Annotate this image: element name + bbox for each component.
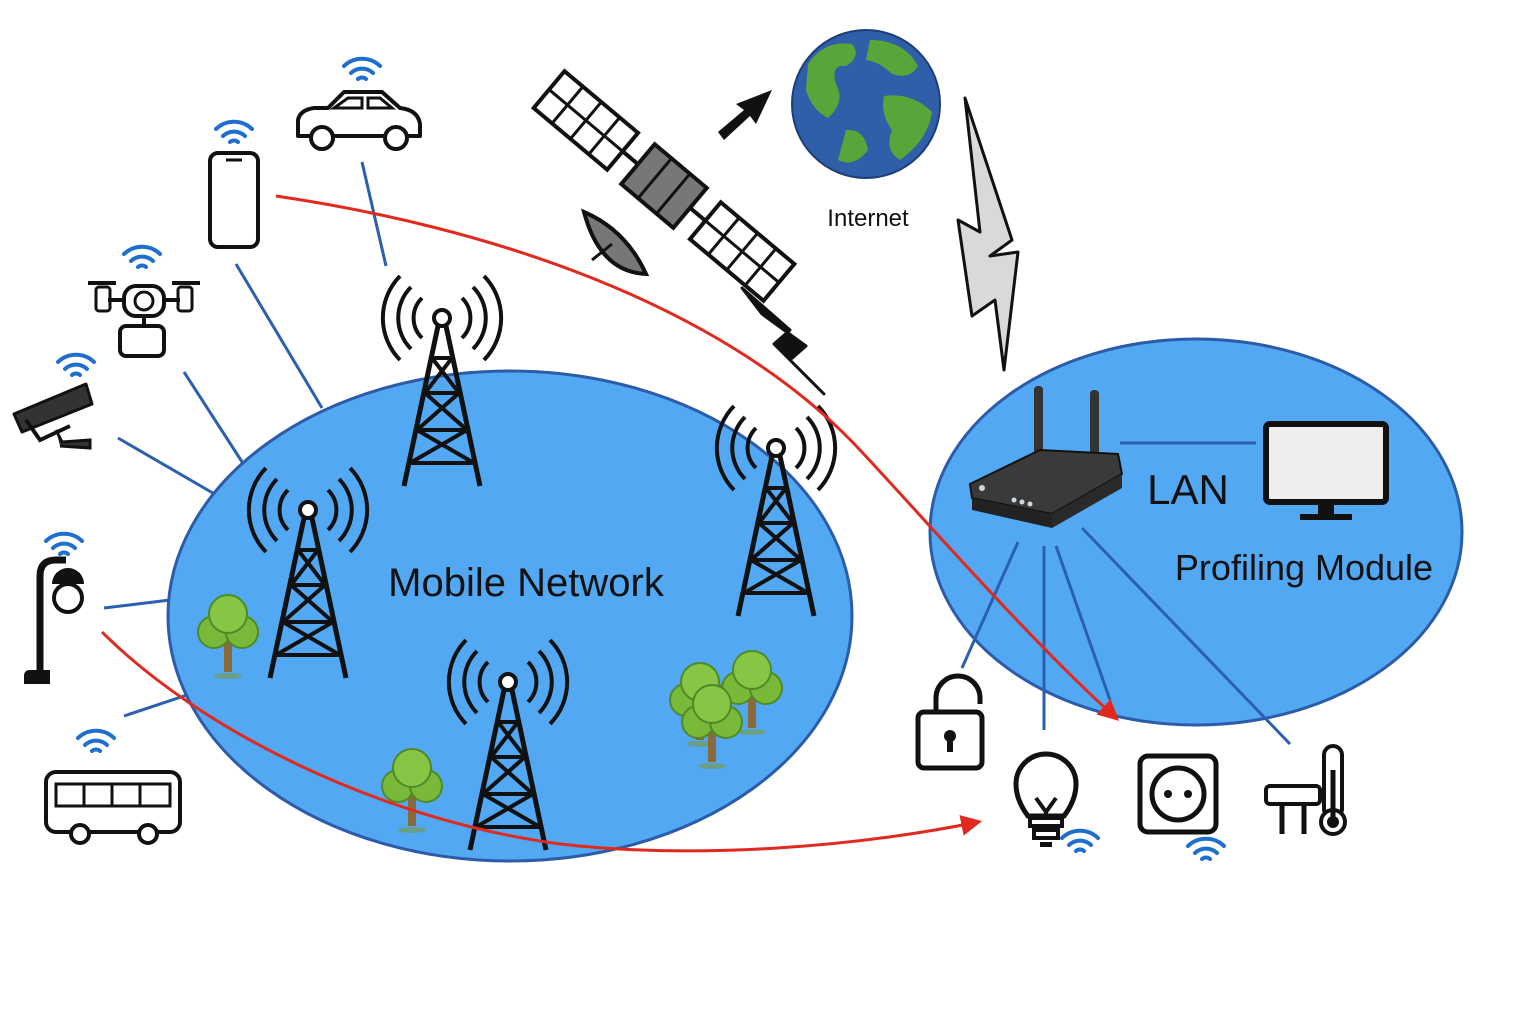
wifi-icon [122, 244, 162, 269]
power-socket-icon [1137, 753, 1219, 835]
car-icon [296, 90, 422, 151]
monitor-icon [1263, 421, 1389, 520]
internet-label: Internet [827, 205, 909, 232]
lightning-bolt-icon [740, 286, 826, 396]
street-lamp-icon [24, 556, 84, 684]
flow-arrow-lamp-to-bulb [100, 630, 983, 853]
light-bulb-icon [1013, 751, 1079, 847]
router-icon [968, 386, 1124, 528]
wifi-icon [1186, 836, 1226, 861]
profiling-module-label: Profiling Module [1175, 547, 1433, 588]
padlock-icon [915, 673, 985, 771]
uplink-arrow-icon [718, 90, 772, 140]
wifi-icon [76, 728, 116, 753]
mobile-network-area [166, 369, 854, 863]
wifi-icon [1060, 828, 1100, 853]
thermostat-icon [1264, 744, 1347, 836]
security-camera-icon [12, 382, 94, 450]
wifi-icon [44, 531, 84, 556]
connection-lines [103, 161, 388, 718]
device-links [960, 526, 1292, 746]
bus-icon [44, 770, 182, 845]
flow-arrow-phone-to-lan [275, 194, 1120, 721]
wifi-icon [342, 56, 382, 81]
globe-icon [791, 29, 941, 179]
satellite-icon [530, 68, 798, 304]
satellite-dish-icon [581, 208, 650, 277]
lan-area [928, 337, 1464, 727]
drone-icon [88, 281, 200, 358]
lightning-bolt-icon [956, 96, 1020, 372]
smartphone-icon [208, 151, 260, 249]
mobile-network-label: Mobile Network [388, 561, 665, 605]
wifi-icon [56, 352, 96, 377]
wifi-icon [214, 119, 254, 144]
lan-label: LAN [1147, 466, 1229, 513]
